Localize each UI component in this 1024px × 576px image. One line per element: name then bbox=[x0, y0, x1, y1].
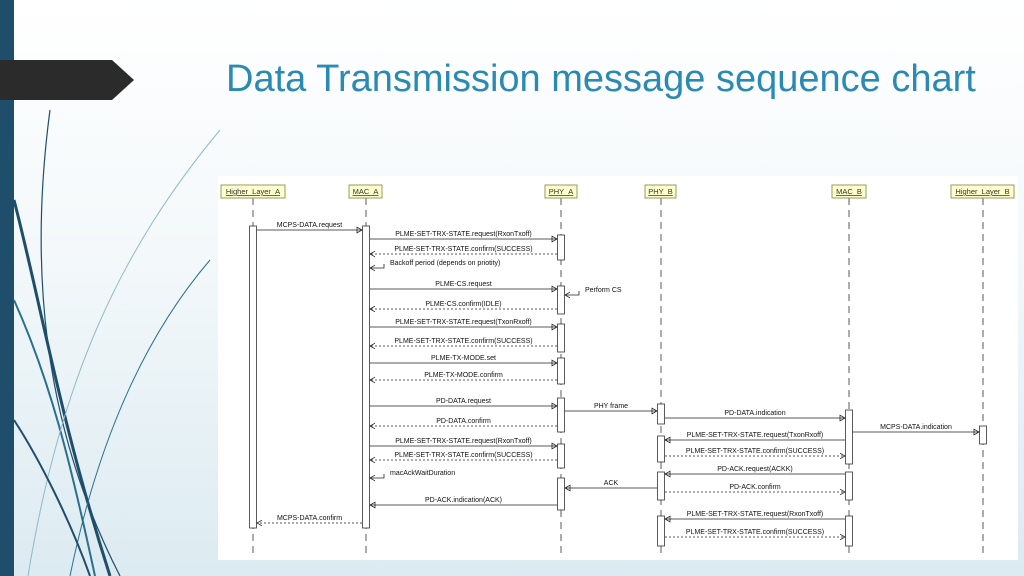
message-label: PLME-CS.request bbox=[435, 281, 491, 288]
decorative-swoosh bbox=[0, 60, 221, 576]
message-label: PD-DATA.request bbox=[436, 398, 491, 405]
message-label: PD-DATA.confirm bbox=[436, 418, 491, 425]
message-arrow: Backoff period (depends on priotity) bbox=[369, 260, 500, 272]
activation-bar bbox=[657, 403, 665, 425]
svg-text:MAC_B: MAC_B bbox=[836, 187, 862, 196]
message-arrow: MCPS-DATA.request bbox=[257, 222, 363, 234]
message-arrow: macAckWaitDuration bbox=[369, 470, 455, 482]
svg-text:MAC_A: MAC_A bbox=[353, 187, 379, 196]
message-label: PLME-SET-TRX-STATE.confirm(SUCCESS) bbox=[394, 246, 532, 253]
message-label: PD-ACK.indication(ACK) bbox=[425, 497, 502, 504]
activation-bar bbox=[845, 515, 853, 547]
message-label: PLME-SET-TRX-STATE.request(TxonRxoff) bbox=[687, 432, 824, 439]
lifeline-header-macb: MAC_B bbox=[831, 184, 867, 199]
slide-title: Data Transmission message sequence chart bbox=[226, 58, 976, 100]
message-arrow: PLME-SET-TRX-STATE.request(RxonTxoff) bbox=[370, 231, 558, 243]
message-arrow: PD-ACK.indication(ACK) bbox=[369, 497, 557, 509]
message-arrow: PD-DATA.confirm bbox=[369, 418, 557, 430]
message-label: PD-ACK.confirm bbox=[729, 484, 781, 491]
message-label: MCPS-DATA.confirm bbox=[277, 515, 342, 522]
lifeline-header-hlb: Higher_Layer_B bbox=[950, 184, 1015, 199]
message-arrow: PLME-SET-TRX-STATE.request(RxonTxoff) bbox=[664, 511, 845, 523]
message-arrow: PLME-SET-TRX-STATE.confirm(SUCCESS) bbox=[369, 246, 557, 258]
lifeline-header-maca: MAC_A bbox=[348, 184, 383, 199]
message-label: Backoff period (depends on priotity) bbox=[390, 260, 500, 267]
svg-text:PHY_B: PHY_B bbox=[648, 187, 673, 196]
message-arrow: PD-DATA.request bbox=[370, 398, 558, 410]
activation-bar bbox=[362, 225, 370, 529]
activation-bar bbox=[557, 234, 565, 261]
activation-bar bbox=[557, 357, 565, 385]
message-arrow: PLME-SET-TRX-STATE.confirm(SUCCESS) bbox=[665, 448, 846, 460]
message-label: ACK bbox=[604, 480, 619, 487]
message-arrow: PLME-SET-TRX-STATE.confirm(SUCCESS) bbox=[369, 338, 557, 350]
message-label: PLME-SET-TRX-STATE.confirm(SUCCESS) bbox=[686, 448, 824, 455]
message-label: PLME-SET-TRX-STATE.confirm(SUCCESS) bbox=[686, 529, 824, 536]
message-label: Perform CS bbox=[585, 287, 622, 294]
left-accent-bar bbox=[0, 0, 14, 576]
activation-bar bbox=[845, 471, 853, 501]
message-label: PHY frame bbox=[594, 403, 628, 410]
message-label: PLME-SET-TRX-STATE.request(RxonTxoff) bbox=[687, 511, 824, 518]
message-label: PLME-CS.confirm(IDLE) bbox=[425, 301, 501, 308]
message-label: PLME-SET-TRX-STATE.request(TxonRxoff) bbox=[395, 319, 532, 326]
message-label: PLME-TX-MODE.set bbox=[431, 355, 496, 362]
message-arrow: PHY frame bbox=[565, 403, 658, 415]
activation-bar bbox=[557, 443, 565, 469]
activation-bar bbox=[557, 477, 565, 511]
sequence-diagram: Higher_Layer_A MAC_A PHY_A PHY_B MAC_B Higher… bbox=[220, 184, 1015, 556]
activation-bar bbox=[557, 285, 565, 315]
activation-bar bbox=[557, 323, 565, 353]
message-label: macAckWaitDuration bbox=[390, 470, 455, 477]
lifeline-header-phya: PHY_A bbox=[544, 184, 578, 199]
activation-bar bbox=[657, 435, 665, 463]
activation-bar bbox=[657, 471, 665, 501]
sequence-diagram-panel: Higher_Layer_A MAC_A PHY_A PHY_B MAC_B Higher… bbox=[218, 176, 1018, 560]
message-arrow: Perform CS bbox=[564, 287, 622, 299]
lifeline-header-phyb: PHY_B bbox=[644, 184, 677, 199]
message-arrow: PLME-SET-TRX-STATE.request(RxonTxoff) bbox=[370, 438, 558, 450]
message-arrow: MCPS-DATA.confirm bbox=[256, 515, 362, 527]
message-label: PLME-SET-TRX-STATE.confirm(SUCCESS) bbox=[394, 452, 532, 459]
message-arrow: ACK bbox=[564, 480, 657, 492]
activation-bar bbox=[845, 409, 853, 465]
message-arrow: PLME-SET-TRX-STATE.request(TxonRxoff) bbox=[664, 432, 845, 444]
message-arrow: PLME-TX-MODE.set bbox=[370, 355, 558, 367]
svg-text:PHY_A: PHY_A bbox=[549, 187, 574, 196]
message-arrow: PLME-SET-TRX-STATE.confirm(SUCCESS) bbox=[665, 529, 846, 541]
message-label: PLME-SET-TRX-STATE.request(RxonTxoff) bbox=[395, 231, 532, 238]
message-label: MCPS-DATA.indication bbox=[880, 424, 952, 431]
message-label: PD-ACK.request(ACKK) bbox=[717, 466, 792, 473]
activation-bar bbox=[657, 515, 665, 547]
message-arrow: PLME-CS.request bbox=[370, 281, 558, 293]
message-arrow: PLME-SET-TRX-STATE.confirm(SUCCESS) bbox=[369, 452, 557, 464]
message-label: MCPS-DATA.request bbox=[277, 222, 343, 229]
activation-bar bbox=[249, 225, 257, 529]
activation-bar bbox=[979, 425, 987, 445]
message-label: PD-DATA.indication bbox=[724, 410, 785, 417]
message-label: PLME-SET-TRX-STATE.request(RxonTxoff) bbox=[395, 438, 532, 445]
message-label: PLME-SET-TRX-STATE.confirm(SUCCESS) bbox=[394, 338, 532, 345]
message-arrow: PLME-SET-TRX-STATE.request(TxonRxoff) bbox=[370, 319, 558, 331]
message-arrow: PD-ACK.confirm bbox=[665, 484, 846, 496]
message-label: PLME-TX-MODE.confirm bbox=[424, 372, 503, 379]
message-arrow: PLME-CS.confirm(IDLE) bbox=[369, 301, 557, 313]
svg-text:Higher_Layer_A: Higher_Layer_A bbox=[226, 187, 280, 196]
message-arrow: PD-ACK.request(ACKK) bbox=[664, 466, 845, 478]
svg-text:Higher_Layer_B: Higher_Layer_B bbox=[955, 187, 1009, 196]
message-arrow: MCPS-DATA.indication bbox=[853, 424, 980, 436]
message-arrow: PD-DATA.indication bbox=[665, 410, 846, 422]
activation-bar bbox=[557, 397, 565, 433]
message-arrow: PLME-TX-MODE.confirm bbox=[369, 372, 557, 384]
lifeline-header-hla: Higher_Layer_A bbox=[220, 184, 286, 199]
